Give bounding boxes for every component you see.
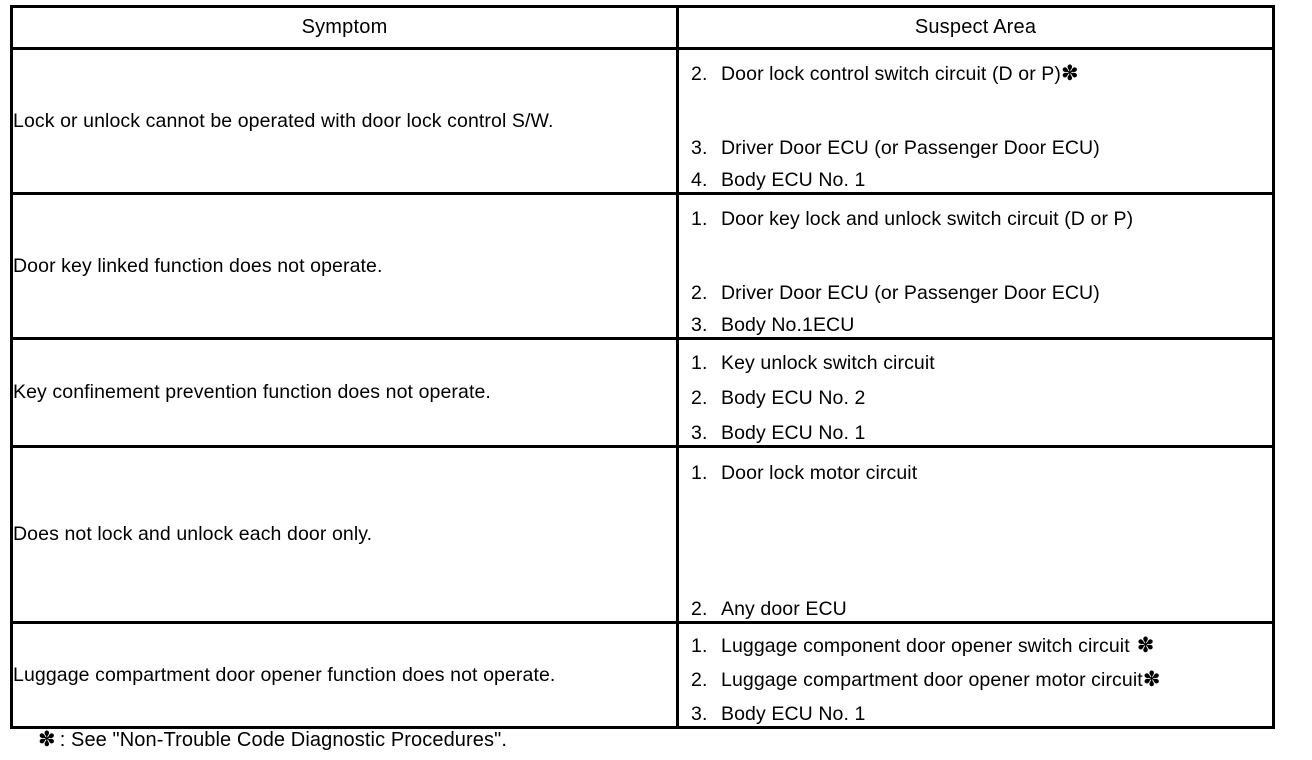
list-item-number: 1. bbox=[691, 352, 708, 374]
list-item: 2. Driver Door ECU (or Passenger Door EC… bbox=[679, 282, 1272, 305]
suspect-area-cell: 1. Key unlock switch circuit 2. Body ECU… bbox=[676, 337, 1275, 448]
list-item-text: Door key lock and unlock switch circuit … bbox=[721, 208, 1134, 230]
footnote: ✽ : See "Non-Trouble Code Diagnostic Pro… bbox=[38, 729, 507, 752]
list-item-number: 1. bbox=[691, 635, 708, 657]
list-item-number: 2. bbox=[691, 62, 708, 85]
list-item: 2. Luggage compartment door opener motor… bbox=[679, 669, 1272, 692]
list-item-number: 3. bbox=[691, 422, 708, 444]
list-item-text: Body ECU No. 1 bbox=[721, 168, 866, 191]
list-item-text: Door lock control switch circuit (D or P… bbox=[721, 62, 1062, 85]
list-item: 3. Body ECU No. 1 bbox=[679, 422, 1272, 445]
list-item: 2. Any door ECU bbox=[679, 598, 1272, 621]
table-row: Key confinement prevention function does… bbox=[10, 337, 1275, 448]
asterisk-icon: ✽ bbox=[38, 728, 56, 751]
list-item: 2. Body ECU No. 2 bbox=[679, 387, 1272, 410]
list-item-number: 3. bbox=[691, 314, 708, 336]
table-row: Door key linked function does not operat… bbox=[10, 192, 1275, 340]
asterisk-icon: ✽ bbox=[1061, 61, 1079, 85]
list-item: 1. Door lock motor circuit bbox=[679, 462, 1272, 485]
table-row: Luggage compartment door opener function… bbox=[10, 621, 1275, 729]
list-item: 3. Body ECU No. 1 bbox=[679, 703, 1272, 726]
list-item-number: 3. bbox=[691, 703, 708, 725]
symptom-cell: Door key linked function does not operat… bbox=[10, 192, 679, 340]
list-item-number: 3. bbox=[691, 136, 708, 159]
list-item-text: Body ECU No. 1 bbox=[721, 422, 866, 444]
list-item-text: Driver Door ECU (or Passenger Door ECU) bbox=[721, 282, 1100, 304]
suspect-area-list: 2. Door lock control switch circuit (D o… bbox=[679, 63, 1272, 192]
list-item-number: 2. bbox=[691, 669, 708, 691]
list-item-text: Luggage component door opener switch cir… bbox=[721, 635, 1130, 657]
symptom-cell: Key confinement prevention function does… bbox=[10, 337, 679, 448]
table-row: Does not lock and unlock each door only.… bbox=[10, 445, 1275, 624]
list-item-text: Luggage compartment door opener motor ci… bbox=[721, 669, 1143, 691]
list-item-number: 2. bbox=[691, 598, 708, 620]
list-item-number: 1. bbox=[691, 208, 708, 230]
list-item-text: Body ECU No. 2 bbox=[721, 387, 866, 409]
symptom-cell: Does not lock and unlock each door only. bbox=[10, 445, 679, 624]
list-item-text: Body No.1ECU bbox=[721, 314, 855, 336]
list-item-number: 2. bbox=[691, 282, 708, 304]
list-item: 2. Door lock control switch circuit (D o… bbox=[679, 63, 1272, 86]
suspect-area-list: 1. Key unlock switch circuit 2. Body ECU… bbox=[679, 352, 1272, 445]
list-item: 1. Door key lock and unlock switch circu… bbox=[679, 208, 1272, 231]
list-item: 3. Driver Door ECU (or Passenger Door EC… bbox=[679, 137, 1272, 160]
table-header-row: Symptom Suspect Area bbox=[10, 5, 1275, 50]
suspect-area-cell: 1. Door lock motor circuit 2. Any door E… bbox=[676, 445, 1275, 624]
list-item-text: Any door ECU bbox=[721, 598, 847, 620]
table-row: Lock or unlock cannot be operated with d… bbox=[10, 47, 1275, 195]
list-item-text: Driver Door ECU (or Passenger Door ECU) bbox=[721, 136, 1100, 159]
list-item-text: Key unlock switch circuit bbox=[721, 352, 935, 374]
asterisk-icon: ✽ bbox=[1136, 634, 1155, 657]
diagnostic-troubleshooting-table: Symptom Suspect Area Lock or unlock cann… bbox=[10, 5, 1275, 729]
suspect-area-list: 1. Luggage component door opener switch … bbox=[679, 635, 1272, 726]
list-item-number: 2. bbox=[691, 387, 708, 409]
list-item: 1. Luggage component door opener switch … bbox=[679, 635, 1272, 658]
suspect-area-cell: 1. Luggage component door opener switch … bbox=[676, 621, 1275, 729]
list-item: 4. Body ECU No. 1 bbox=[679, 169, 1272, 192]
asterisk-icon: ✽ bbox=[1142, 668, 1161, 691]
suspect-area-list: 1. Door key lock and unlock switch circu… bbox=[679, 208, 1272, 337]
list-item-number: 4. bbox=[691, 168, 708, 191]
list-item-text: Door lock motor circuit bbox=[721, 462, 918, 484]
footnote-text: : See "Non-Trouble Code Diagnostic Proce… bbox=[59, 729, 507, 751]
suspect-area-cell: 1. Door key lock and unlock switch circu… bbox=[676, 192, 1275, 340]
column-header-symptom: Symptom bbox=[10, 5, 679, 50]
symptom-cell: Luggage compartment door opener function… bbox=[10, 621, 679, 729]
suspect-area-list: 1. Door lock motor circuit 2. Any door E… bbox=[679, 462, 1272, 621]
list-item: 1. Key unlock switch circuit bbox=[679, 352, 1272, 375]
symptom-cell: Lock or unlock cannot be operated with d… bbox=[10, 47, 679, 195]
list-item-number: 1. bbox=[691, 462, 708, 484]
suspect-area-cell: 2. Door lock control switch circuit (D o… bbox=[676, 47, 1275, 195]
list-item-text: Body ECU No. 1 bbox=[721, 703, 866, 725]
column-header-suspect-area: Suspect Area bbox=[676, 5, 1275, 50]
list-item: 3. Body No.1ECU bbox=[679, 314, 1272, 337]
